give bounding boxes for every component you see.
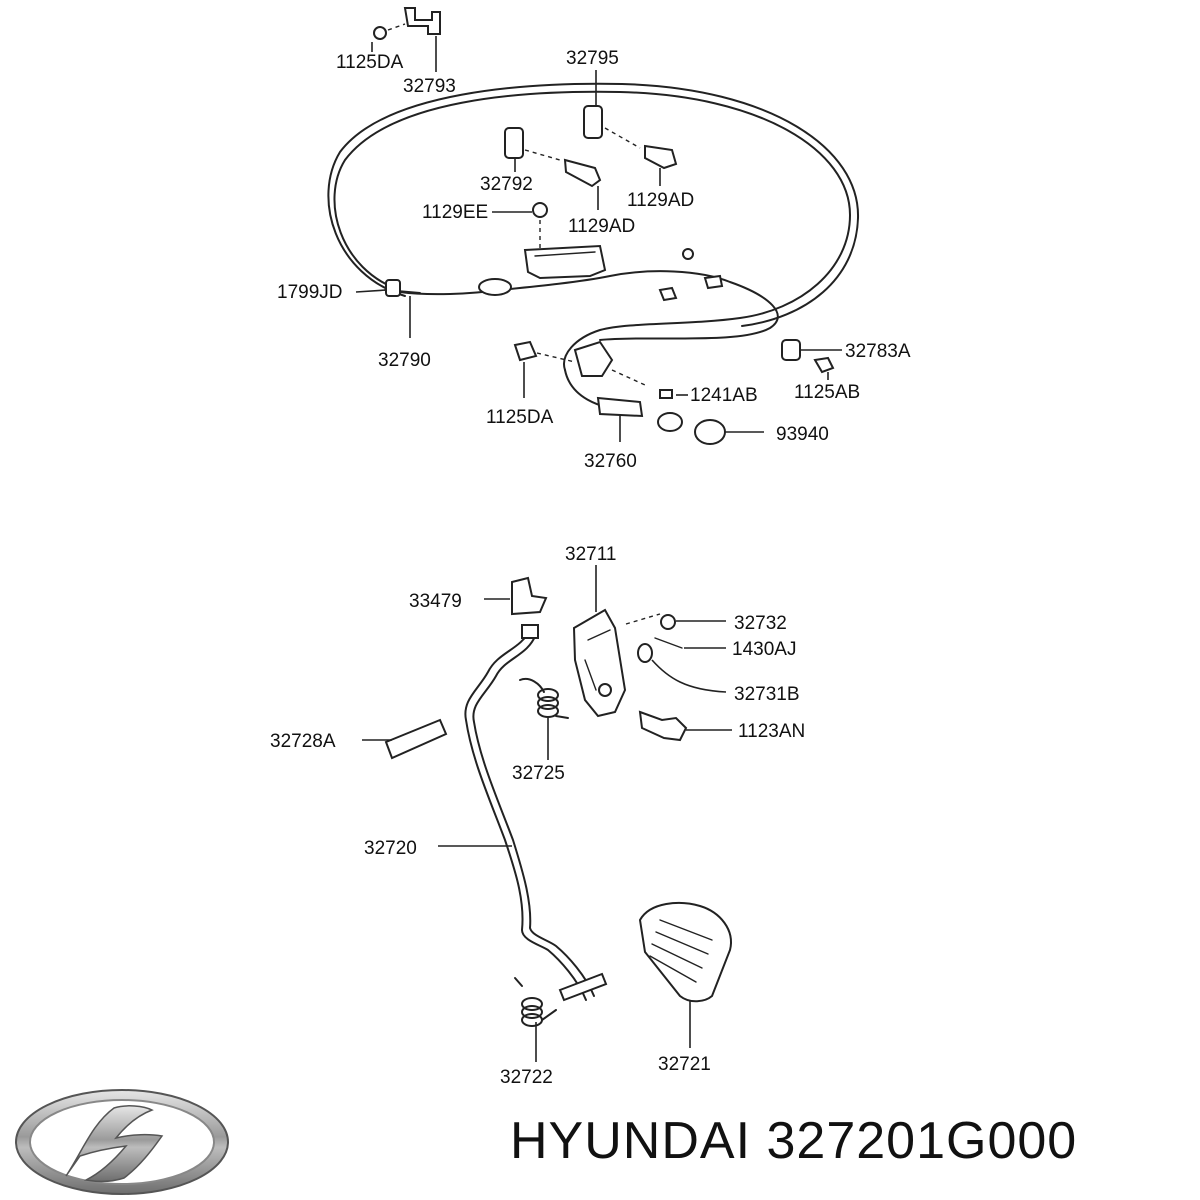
cable-adjuster-nut (478, 278, 512, 296)
cable-end-fitting (658, 286, 678, 302)
clip-32792 (504, 127, 524, 159)
brand-name: HYUNDAI (510, 1112, 752, 1170)
return-spring-32722 (514, 977, 557, 1027)
stopper-93940 (694, 419, 726, 445)
pedal-pivot-bar (558, 972, 608, 1002)
cable-loop-inner (327, 82, 860, 327)
pedal-arm-32720 (464, 629, 587, 1001)
callout-1430aj: 1430AJ (732, 639, 796, 660)
callout-32795: 32795 (566, 48, 619, 69)
pedal-arm-top-cap (521, 624, 539, 639)
bolt-1125ab (813, 356, 835, 374)
callout-32790: 32790 (378, 350, 431, 371)
clip-32783a (781, 339, 801, 361)
cable-end-ball (682, 248, 694, 260)
cotter-pin-1430aj (654, 637, 683, 649)
callout-1129ad-mid: 1129AD (568, 216, 635, 237)
clip-1129ee (532, 202, 548, 218)
callout-1123an: 1123AN (738, 721, 805, 742)
callout-1241ab: 1241AB (690, 385, 758, 406)
callout-32731b: 32731B (734, 684, 800, 705)
clip-32795 (583, 105, 603, 139)
callout-32711: 32711 (565, 544, 616, 565)
callout-32725: 32725 (512, 763, 565, 784)
callout-1129ee: 1129EE (422, 202, 488, 223)
part-number: 327201G000 (766, 1112, 1078, 1170)
bracket-32793 (403, 7, 441, 35)
upper-leader-lines (355, 36, 842, 442)
pedal-arm-32720-edge (472, 633, 595, 997)
bracket-hole (598, 683, 612, 697)
lower-leader-lines (362, 565, 732, 1062)
callout-32720: 32720 (364, 838, 417, 859)
callout-32760: 32760 (584, 451, 637, 472)
callout-33479: 33479 (409, 591, 462, 612)
part-caption: HYUNDAI 327201G000 (510, 1106, 1190, 1176)
cable-end-fitting-2 (703, 274, 724, 290)
bolt-1125da-top (373, 26, 387, 40)
callout-1799jd: 1799JD (277, 282, 343, 303)
bolt-1129ad-right (644, 144, 678, 170)
bolt-1125da-bottom (513, 340, 538, 362)
callout-1129ad-right: 1129AD (627, 190, 694, 211)
callout-32783a: 32783A (845, 341, 911, 362)
accelerator-pedal-assembly (384, 576, 732, 1027)
bolt-1129ad-mid (563, 158, 602, 188)
pivot-pin-32728a (384, 718, 448, 760)
nut-32732 (660, 614, 676, 630)
bracket-33479 (511, 576, 548, 616)
callout-32792: 32792 (480, 174, 533, 195)
cable-loop-outer (333, 90, 851, 371)
callout-1125da-bottom: 1125DA (486, 407, 554, 428)
callout-93940: 93940 (776, 424, 829, 445)
callout-32793: 32793 (403, 76, 456, 97)
washer-32731b (637, 643, 653, 663)
callout-1125ab: 1125AB (794, 382, 860, 403)
hyundai-logo-icon (15, 1089, 229, 1195)
pedal-bracket-32711 (572, 608, 627, 718)
pedal-pad-32721 (638, 901, 732, 1003)
cable-bracket-plate (523, 244, 607, 280)
callout-32728a: 32728A (270, 731, 336, 752)
screw-1241ab (659, 389, 673, 399)
callout-32722: 32722 (500, 1067, 553, 1088)
stop-93940-socket (657, 412, 683, 432)
callout-labels: 1125DA 32793 32795 32792 1129AD 1129EE 1… (270, 48, 911, 1088)
bolt-1123an (638, 710, 688, 742)
callout-1125da-top: 1125DA (336, 52, 404, 73)
accelerator-cable-assembly (327, 7, 860, 445)
return-spring-32725 (519, 678, 569, 719)
cable-adjuster-32760 (596, 396, 644, 418)
cable-clip-1799jd (385, 279, 401, 297)
bracket-32760 (573, 340, 614, 377)
callout-32721: 32721 (658, 1054, 711, 1075)
callout-32732: 32732 (734, 613, 787, 634)
